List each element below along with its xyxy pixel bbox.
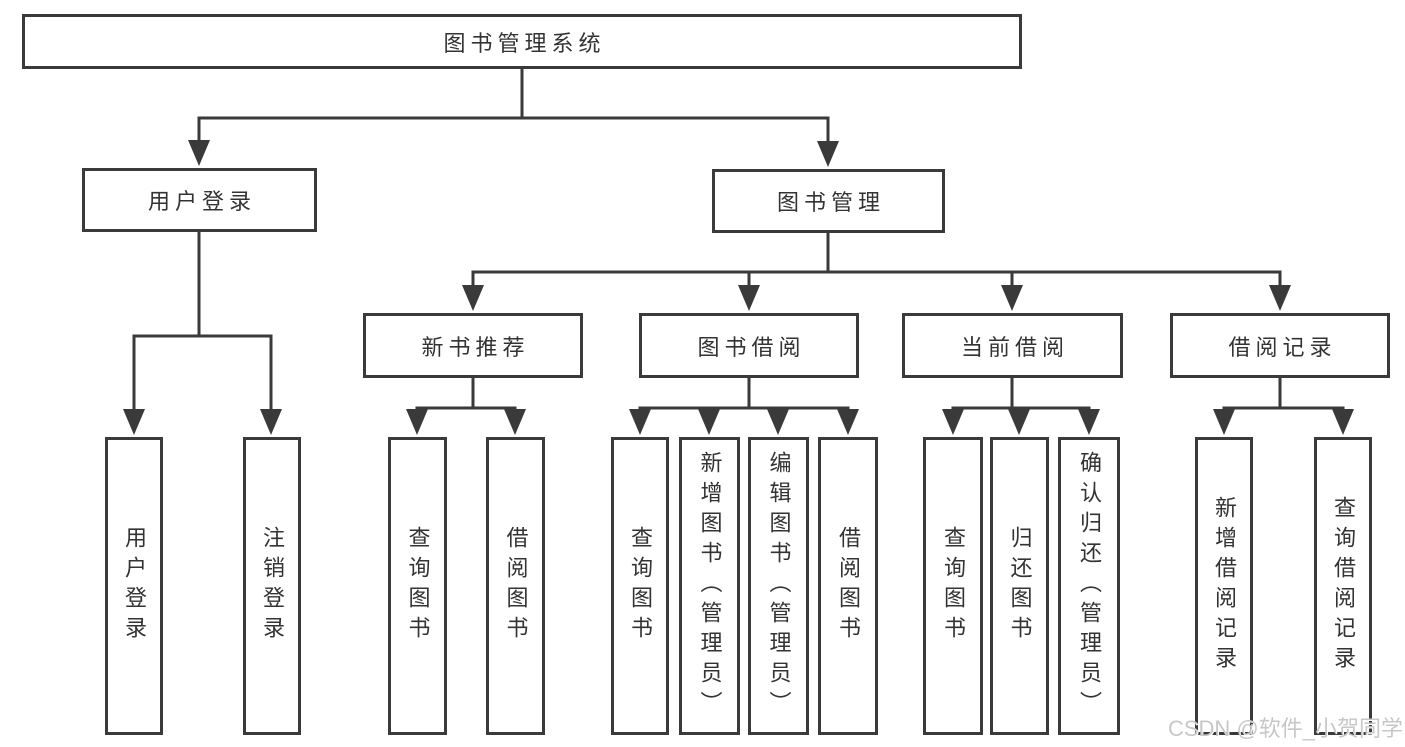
node-root-system: 图书管理系统 (22, 14, 1022, 69)
node-borrowing-records: 借阅记录 (1170, 313, 1390, 378)
leaf-label: 借阅图书 (503, 526, 529, 646)
leaf-label: 查询借阅记录 (1331, 496, 1356, 676)
node-label: 图书借阅 (697, 334, 806, 360)
leaf-label: 查询图书 (405, 526, 431, 646)
node-book-borrowing: 图书借阅 (639, 313, 859, 378)
leaf-edit-books-admin: 编辑图书（管理员） (748, 437, 809, 735)
leaf-query-books-current: 查询图书 (923, 437, 983, 735)
node-current-borrowing: 当前借阅 (902, 313, 1123, 378)
node-label: 当前借阅 (960, 334, 1069, 360)
leaf-return-books: 归还图书 (990, 437, 1049, 735)
leaf-label: 编辑图书（管理员） (766, 451, 792, 721)
node-new-book-recommend: 新书推荐 (363, 313, 583, 378)
leaf-label: 查询图书 (941, 526, 966, 646)
leaf-label: 借阅图书 (836, 526, 861, 646)
leaf-label: 查询图书 (628, 526, 653, 646)
leaf-add-books-admin: 新增图书（管理员） (679, 437, 740, 735)
node-label: 用户登录 (147, 189, 256, 214)
node-book-management: 图书管理 (712, 169, 945, 233)
node-label: 图书管理系统 (443, 30, 606, 56)
csdn-watermark: CSDN @软件_小贺同学 (1167, 716, 1403, 741)
leaf-query-books-recommend: 查询图书 (388, 437, 447, 735)
leaf-label: 新增图书（管理员） (697, 451, 723, 721)
node-label: 新书推荐 (421, 334, 530, 360)
node-label: 图书管理 (776, 190, 885, 215)
leaf-label: 用户登录 (122, 526, 147, 646)
leaf-query-borrow-record: 查询借阅记录 (1314, 437, 1372, 735)
leaf-label: 新增借阅记录 (1212, 496, 1237, 676)
leaf-add-borrow-record: 新增借阅记录 (1195, 437, 1253, 735)
leaf-borrow-books-recommend: 借阅图书 (486, 437, 545, 735)
leaf-query-books-borrowing: 查询图书 (611, 437, 669, 735)
leaf-confirm-return-admin: 确认归还（管理员） (1058, 437, 1120, 735)
node-label: 借阅记录 (1228, 334, 1337, 360)
node-user-login: 用户登录 (82, 168, 317, 232)
connector-arrowheads (123, 140, 1354, 435)
leaf-logout: 注销登录 (243, 437, 301, 735)
leaf-user-login: 用户登录 (105, 437, 163, 735)
leaf-label: 注销登录 (260, 526, 285, 646)
leaf-borrow-books: 借阅图书 (818, 437, 878, 735)
leaf-label: 确认归还（管理员） (1077, 451, 1102, 721)
leaf-label: 归还图书 (1007, 526, 1033, 646)
connector-strokes (132, 69, 1345, 412)
